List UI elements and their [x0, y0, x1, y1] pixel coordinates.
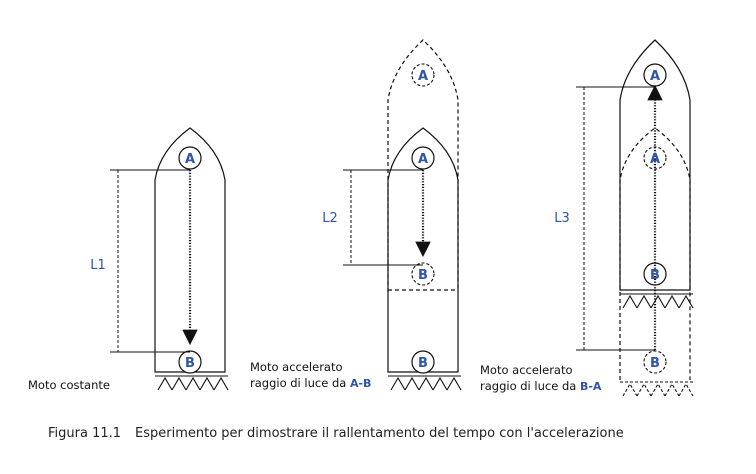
rocket-1-label-a: A: [185, 152, 195, 167]
rocket-2-thrusters: [388, 375, 462, 391]
rocket-3-ghost-point-b-circle: [643, 350, 667, 374]
rocket-3-ghost-point-a-circle: [643, 146, 667, 170]
panel-2-caption-text: raggio di luce da: [250, 376, 346, 390]
rocket-3-hull: [619, 39, 691, 291]
rocket-3-dimension: [576, 86, 655, 351]
length-label-l1: L1: [90, 258, 106, 273]
rocket-2-dashed-label-b: B: [418, 268, 428, 283]
rocket-2-ghost-label-a: A: [418, 69, 428, 84]
rocket-2-point-a-circle: [411, 146, 435, 170]
figure-caption: Figura 11.1 Esperimento per dimostrare il…: [48, 426, 624, 441]
rocket-3-ghost-label-a: A: [650, 152, 660, 167]
rocket-1-point-a-circle: [178, 146, 202, 170]
panel-3-caption-line1: Moto accelerato: [480, 363, 573, 377]
panel-2-caption-direction: A-B: [350, 377, 371, 390]
rocket-2: [343, 39, 462, 391]
rocket-3-ghost-thrusters: [620, 381, 694, 397]
rocket-2-hull: [387, 127, 459, 373]
rocket-2-label-b: B: [418, 356, 428, 371]
rocket-2-ghost-point-a-circle: [411, 63, 435, 87]
rocket-3-label-a: A: [650, 69, 660, 84]
rocket-2-ghost-hull: [387, 39, 459, 292]
panel-3-caption-direction: B-A: [580, 380, 602, 393]
rocket-1: [110, 127, 229, 391]
rocket-1-hull: [154, 127, 226, 373]
rocket-1-label-b: B: [185, 356, 195, 371]
length-label-l3: L3: [554, 211, 570, 226]
panel-3-caption-line2: raggio di luce da B-A: [480, 379, 602, 393]
rocket-2-point-b-dashed-circle: [411, 262, 435, 286]
rocket-3-ghost-hull: [619, 127, 691, 380]
rocket-2-label-a: A: [418, 152, 428, 167]
rocket-1-point-b-circle: [178, 350, 202, 374]
rocket-3-ghost-label-b: B: [650, 356, 660, 371]
figure-caption-text: Esperimento per dimostrare il rallentame…: [135, 426, 624, 441]
rocket-3-label-b: B: [650, 268, 660, 283]
rocket-2-point-b-circle: [411, 350, 435, 374]
length-label-l2: L2: [322, 211, 338, 226]
panel-2-caption-line2: raggio di luce da A-B: [250, 376, 371, 390]
figure-number: Figura 11.1: [48, 426, 122, 441]
rocket-2-dimension: [343, 169, 423, 266]
panel-1-caption: Moto costante: [28, 378, 110, 392]
rocket-3-thrusters: [620, 293, 694, 309]
rocket-1-thrusters: [155, 375, 229, 391]
rocket-3: [576, 39, 694, 397]
panel-3-caption-text: raggio di luce da: [480, 379, 576, 393]
rocket-1-dimension: [110, 169, 190, 353]
panel-2-caption-line1: Moto accelerato: [250, 360, 343, 374]
